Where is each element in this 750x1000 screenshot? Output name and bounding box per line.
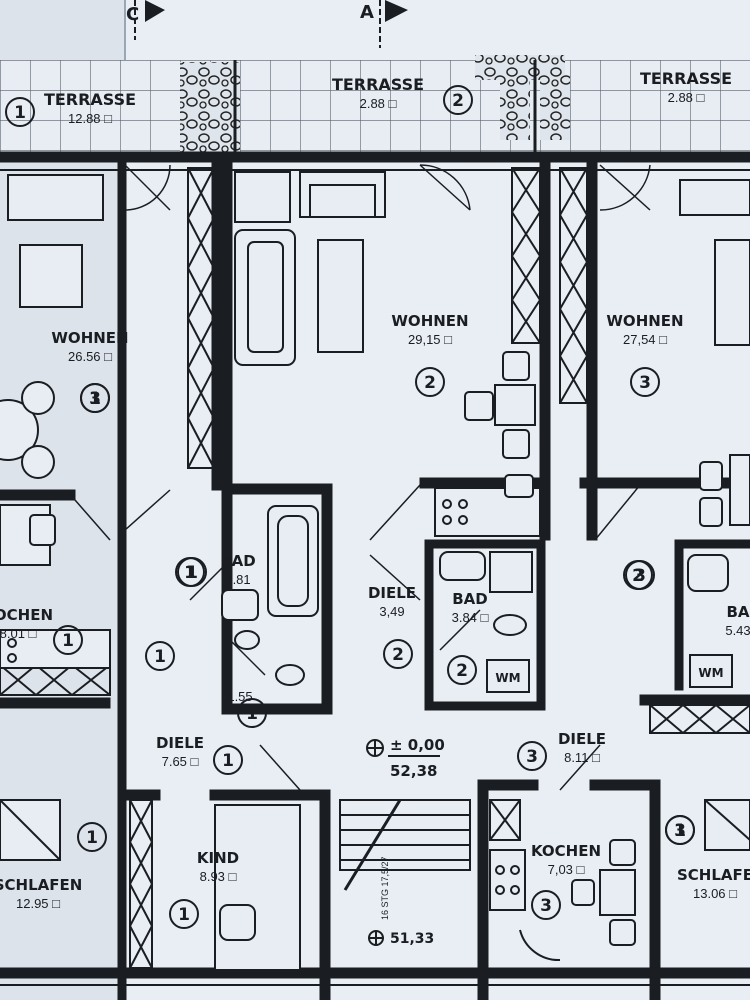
room-area-diele-1: 7.65 □ [162, 754, 199, 769]
svg-text:WM: WM [495, 671, 520, 685]
apt-marker-extra-1-number: 1 [246, 704, 258, 724]
room-label-diele-2: DIELE [368, 584, 416, 602]
apt-marker-bad-2-circle [447, 655, 477, 685]
room-area-wohnen-3: 27,54 □ [623, 332, 667, 347]
terrace-apt-t1-circle [5, 97, 35, 127]
room-label-bad-1: BAD [220, 552, 256, 570]
apt-marker-wohnen-2-number: 2 [424, 373, 436, 393]
apt-marker-diele-2-circle [383, 639, 413, 669]
terrace-tiles [0, 60, 750, 155]
stair-label: 16 STG 17,5/27 [380, 856, 390, 920]
section-marker-a: A [360, 0, 408, 48]
apt-marker-extra-3-circle [80, 383, 110, 413]
planter-right-2 [540, 75, 570, 140]
terrace-area-t2: 2.88 □ [360, 96, 397, 111]
apt-marker-extra-3-number: 3 [89, 389, 101, 409]
svg-text:51,33: 51,33 [390, 931, 434, 947]
room-label-kind-1: KIND [197, 849, 239, 867]
apt-marker-bad-2-number: 2 [456, 661, 468, 681]
terrace-label-t2: TERRASSE [332, 75, 424, 94]
room-label-wohnen-2: WOHNEN [391, 312, 468, 330]
apt-marker-diele-1-circle [213, 745, 243, 775]
room-area-kind-1: 8.93 □ [200, 869, 237, 884]
room-area-bad-1: 3.81 [225, 572, 250, 587]
room-label-wohnen-1: WOHNEN [51, 329, 128, 347]
room-area-diele-2: 3,49 [379, 604, 404, 619]
svg-text:52,38: 52,38 [390, 762, 437, 780]
apt-marker-schlafen-1-circle [77, 822, 107, 852]
terrace-apt-t2-number: 2 [452, 91, 464, 111]
apt-marker-kochen-3-number: 3 [540, 896, 552, 916]
apt-marker-wohnen-1-number: 1 [89, 389, 101, 409]
washer-2: WM [486, 659, 530, 693]
exterior-walls [0, 151, 750, 1000]
room-area-bad-2: 3.84 □ [452, 610, 489, 625]
room-area-schlafen-1: 12.95 □ [16, 896, 60, 911]
closets [0, 167, 750, 969]
terrace-apt-t2-circle [443, 85, 473, 115]
apt-marker-diele-2-number: 2 [392, 645, 404, 665]
apt-marker-bad-1-number: 1 [186, 563, 198, 583]
apt-marker-kind-1-circle [169, 899, 199, 929]
apt-marker-kochen-1-number: 1 [62, 631, 74, 651]
apt-marker-extra-4-circle [175, 557, 205, 587]
apt-marker-wohnen-3-circle [630, 367, 660, 397]
room-label-wohnen-3: WOHNEN [606, 312, 683, 330]
apt-marker-extra-5-number: 1 [674, 821, 686, 841]
svg-text:WM: WM [698, 666, 723, 680]
terrace-label-t1: TERRASSE [44, 90, 136, 109]
apt-marker-kind-1-number: 1 [178, 905, 190, 925]
washer-3: WM [689, 654, 733, 688]
apt-marker-extra-1-circle [237, 698, 267, 728]
room-label-schlafen-1: SCHLAFEN [0, 876, 82, 894]
room-area-wc-1: 1.55 [227, 689, 252, 704]
level-mark-lower: 51,33 [368, 930, 434, 947]
apt-marker-diele-1-number: 1 [222, 751, 234, 771]
room-label-diele-1: DIELE [156, 734, 204, 752]
apt-marker-schlafen-1-number: 1 [86, 828, 98, 848]
room-label-bad-2: BAD [452, 590, 488, 608]
apt-marker-wohnen-2-circle [415, 367, 445, 397]
room-label-kochen-3: KOCHEN [531, 842, 601, 860]
apt-marker-extra-4-number: 1 [184, 563, 196, 583]
room-label-schlafen-3: SCHLAFE [677, 866, 750, 884]
room-area-kochen-1: 8.01 □ [0, 626, 37, 641]
apt-marker-diele-3-number: 3 [526, 747, 538, 767]
apt-marker-kochen-3-circle [531, 890, 561, 920]
apt-marker-schlafen-3-number: 3 [674, 821, 686, 841]
apt-marker-extra-5-circle [665, 815, 695, 845]
room-area-diele-3: 8.11 □ [564, 750, 600, 765]
terrace-label-t3: TERRASSE [640, 69, 732, 88]
terrace-apt-t1-number: 1 [14, 103, 26, 123]
apt-marker-wohnen-3-number: 3 [639, 373, 651, 393]
apt-marker-kochen-1-circle [53, 625, 83, 655]
apt-marker-extra-2-circle [623, 560, 653, 590]
room-area-wohnen-2: 29,15 □ [408, 332, 452, 347]
room-area-schlafen-3: 13.06 □ [693, 886, 737, 901]
apt-marker-extra-0-number: 1 [154, 647, 166, 667]
terrace-area-t1: 12.88 □ [68, 111, 112, 126]
room-label-diele-3: DIELE [558, 730, 606, 748]
room-label-bad-3: BA [726, 603, 749, 621]
room-area-kochen-3: 7,03 □ [548, 862, 585, 877]
terrace-area-t3: 2.88 □ [668, 90, 705, 105]
door-swings [74, 164, 651, 791]
svg-text:C: C [126, 4, 139, 25]
apt-marker-extra-0-circle [145, 641, 175, 671]
planter-left [180, 62, 240, 152]
apt-marker-extra-2-number: 2 [632, 566, 644, 586]
apt-marker-diele-3-circle [517, 741, 547, 771]
apt-marker-bad-3-number: 3 [634, 566, 646, 586]
level-mark-main: ± 0,00 52,38 [366, 736, 445, 780]
room-area-wohnen-1: 26.56 □ [68, 349, 112, 364]
svg-text:A: A [360, 2, 374, 23]
svg-text:± 0,00: ± 0,00 [390, 736, 445, 754]
room-label-kochen-1: KOCHEN [0, 606, 53, 624]
section-marker-c: C [126, 0, 165, 40]
planter-right [500, 75, 530, 140]
room-area-bad-3: 5.43 [725, 623, 750, 638]
